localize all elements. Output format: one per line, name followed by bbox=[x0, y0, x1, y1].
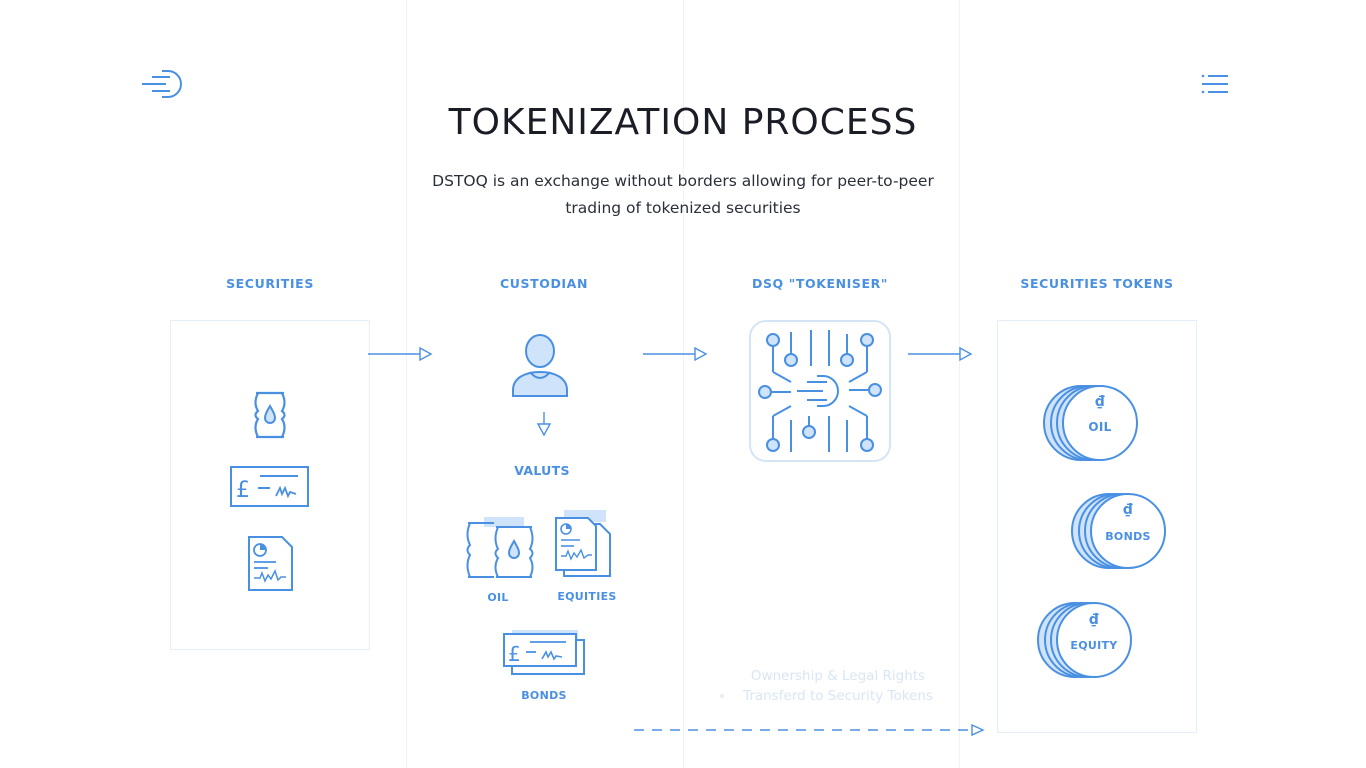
token-equity-label: EQUITY bbox=[1070, 639, 1118, 652]
token-symbol: ₫ bbox=[1088, 612, 1100, 628]
coin-stack-icon bbox=[1042, 383, 1138, 463]
vaults-label: VALUTS bbox=[514, 463, 570, 478]
vault-oil-label: OIL bbox=[487, 591, 509, 604]
grid-line bbox=[406, 0, 407, 768]
page-title: TOKENIZATION PROCESS bbox=[448, 102, 918, 143]
chip-icon bbox=[749, 320, 893, 464]
svg-text:£: £ bbox=[236, 478, 250, 503]
securities-box bbox=[170, 320, 370, 650]
coin-stack-icon bbox=[1036, 600, 1132, 680]
logo-icon[interactable] bbox=[140, 68, 186, 102]
ownership-note-line1: Ownership & Legal Rights bbox=[750, 668, 926, 684]
page-subtitle: DSTOQ is an exchange without borders all… bbox=[432, 172, 934, 217]
bullet-dot bbox=[720, 694, 724, 698]
token-bonds-label: BONDS bbox=[1105, 530, 1151, 543]
bonds-cheques-icon: £ bbox=[500, 628, 588, 678]
ownership-note-line2: Transferd to Security Tokens bbox=[743, 688, 933, 704]
oil-barrels-icon bbox=[462, 515, 538, 581]
user-icon bbox=[510, 332, 572, 398]
column-label-securities: SECURITIES bbox=[226, 276, 314, 291]
vault-equities-label: EQUITIES bbox=[557, 590, 617, 603]
column-label-securities-tokens: SECURITIES TOKENS bbox=[1020, 276, 1174, 291]
arrow-down-icon bbox=[536, 412, 552, 438]
arrow-right-icon bbox=[643, 346, 709, 362]
column-label-tokeniser: DSQ "TOKENISER" bbox=[751, 276, 889, 291]
grid-line bbox=[683, 0, 684, 768]
column-label-custodian: CUSTODIAN bbox=[499, 276, 589, 291]
coin-stack-icon bbox=[1070, 491, 1166, 571]
oil-barrel-icon bbox=[250, 390, 290, 440]
token-symbol: ₫ bbox=[1094, 394, 1106, 410]
vault-bonds-label: BONDS bbox=[521, 689, 567, 702]
token-oil-label: OIL bbox=[1088, 420, 1112, 434]
equities-documents-icon bbox=[552, 508, 616, 580]
arrow-right-icon bbox=[368, 346, 434, 362]
grid-line bbox=[959, 0, 960, 768]
svg-text:£: £ bbox=[508, 642, 521, 666]
document-chart-icon bbox=[246, 535, 296, 593]
cheque-icon: £ bbox=[230, 466, 310, 508]
menu-icon[interactable] bbox=[1200, 74, 1230, 96]
arrow-right-icon bbox=[908, 346, 974, 362]
dashed-arrow-icon bbox=[634, 722, 986, 738]
token-symbol: ₫ bbox=[1122, 502, 1134, 518]
